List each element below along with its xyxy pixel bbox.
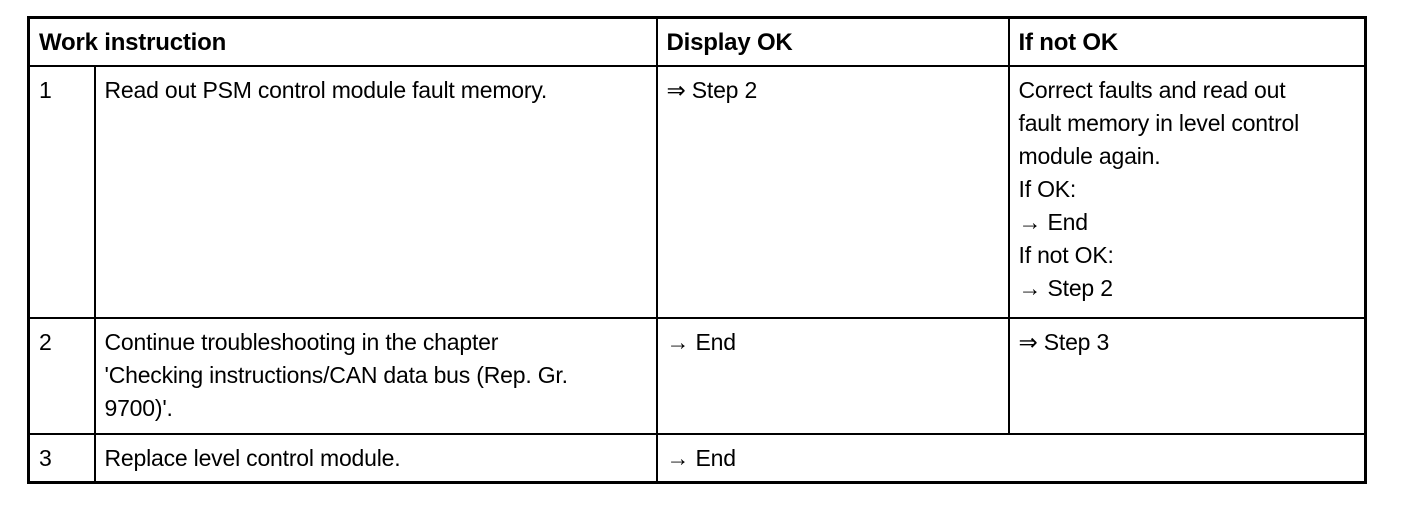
if-not-ok-cell: Correct faults and read out fault memory…: [1007, 65, 1367, 319]
table-header-row: Work instruction Display OK If not OK: [27, 16, 1367, 67]
work-instruction-table: Work instruction Display OK If not OK 1 …: [27, 16, 1367, 484]
display-ok-cell: → End: [655, 317, 1010, 435]
step-number-cell: 3: [27, 433, 96, 484]
table-row: 3 Replace level control module. → End: [27, 433, 1367, 484]
step-number-cell: 2: [27, 317, 96, 435]
step-number-cell: 1: [27, 65, 96, 319]
instruction-cell: Replace level control module.: [93, 433, 658, 484]
instruction-cell: Read out PSM control module fault memory…: [93, 65, 658, 319]
display-ok-cell: → End: [655, 433, 1367, 484]
header-if-not-ok: If not OK: [1007, 16, 1367, 67]
display-ok-cell: ⇒ Step 2: [655, 65, 1010, 319]
if-not-ok-cell: ⇒ Step 3: [1007, 317, 1367, 435]
instruction-cell: Continue troubleshooting in the chapter …: [93, 317, 658, 435]
table-row: 2 Continue troubleshooting in the chapte…: [27, 317, 1367, 435]
header-work-instruction: Work instruction: [27, 16, 658, 67]
table-row: 1 Read out PSM control module fault memo…: [27, 65, 1367, 319]
header-display-ok: Display OK: [655, 16, 1010, 67]
